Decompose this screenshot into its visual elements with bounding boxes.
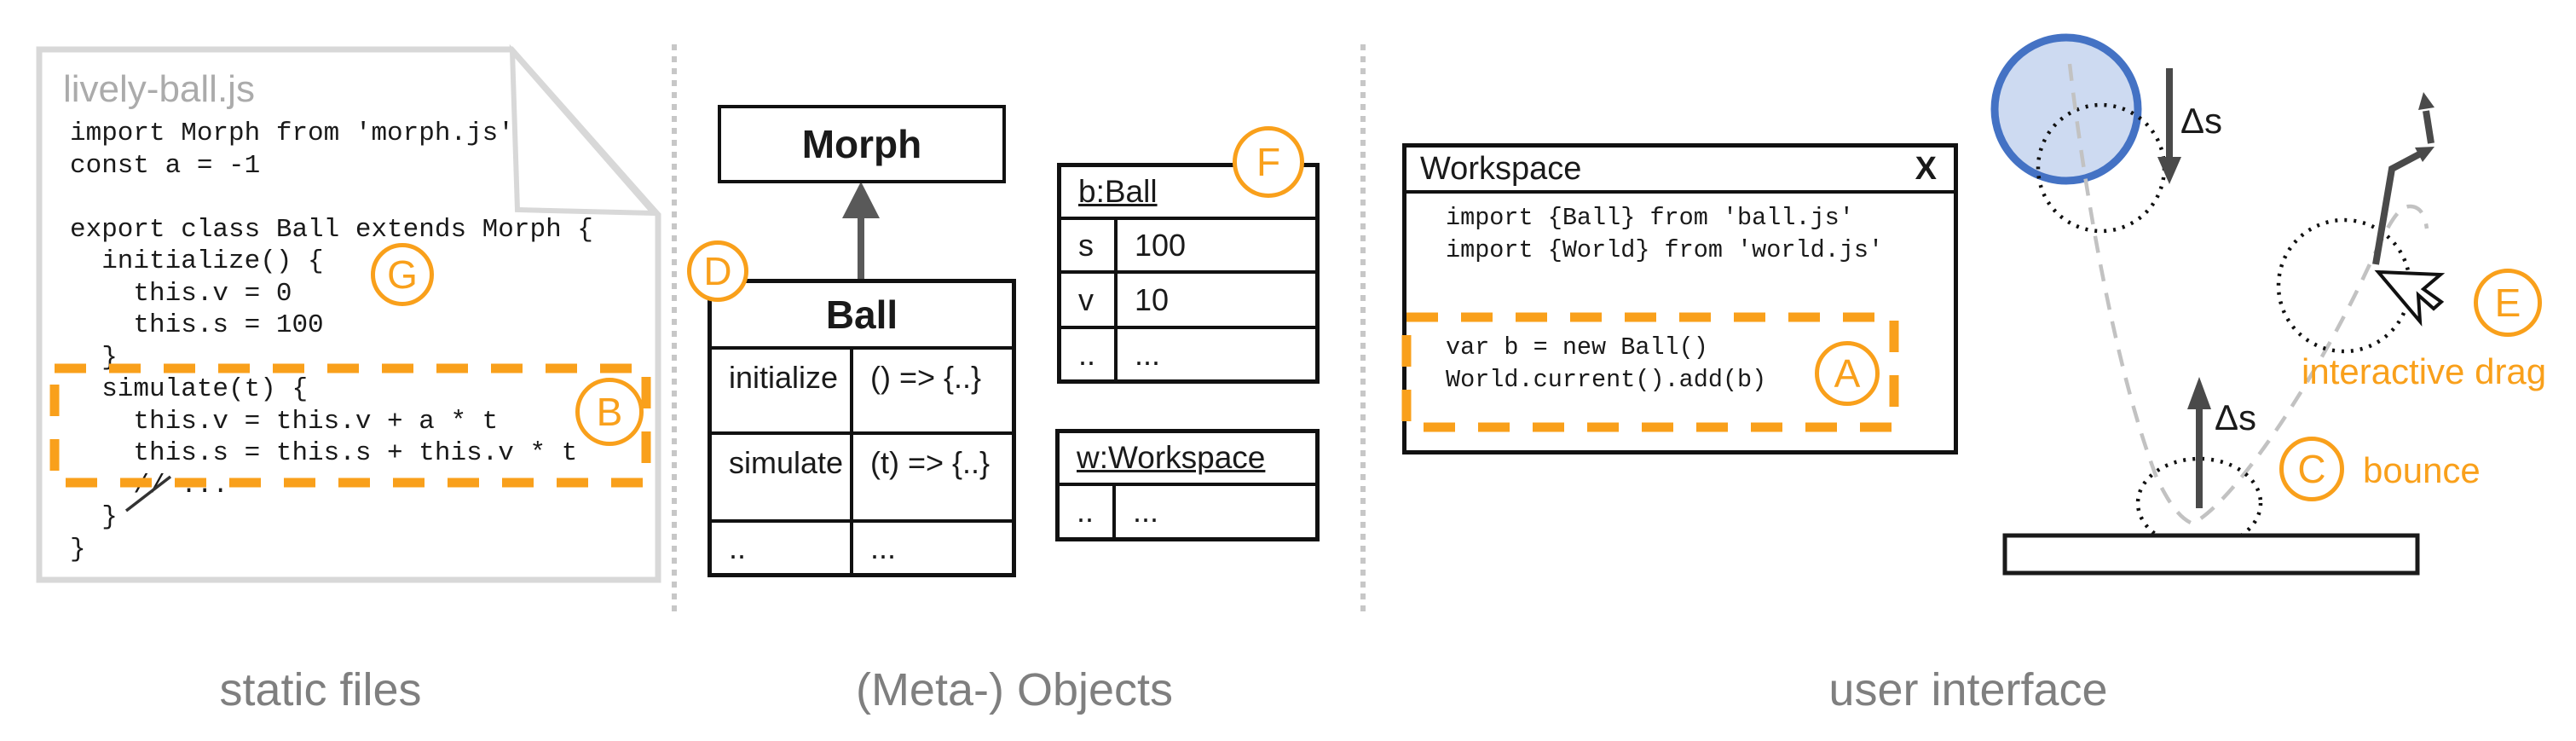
ball-method-name: simulate — [712, 435, 853, 523]
drag-path-arrow-2-head — [2418, 92, 2434, 110]
marker-circle-b: B — [575, 378, 644, 446]
marker-circle-e: E — [2474, 269, 2542, 337]
bounce-label: bounce — [2363, 450, 2481, 490]
workspace-window: Workspace X import {Ball} from 'ball.js'… — [1402, 143, 1958, 454]
file-sheet-shape — [36, 46, 661, 583]
class-box-morph: Morph — [718, 105, 1006, 183]
b-ball-slot-name: .. — [1061, 329, 1118, 379]
w-workspace-slot-name: .. — [1060, 486, 1116, 537]
ball-method-name: .. — [712, 523, 853, 573]
close-button[interactable]: X — [1915, 150, 1937, 187]
panel-divider-2 — [1360, 44, 1366, 617]
drag-path-arrow-1-head — [2415, 147, 2434, 162]
delta-s-fall-label: Δs — [2180, 101, 2223, 141]
marker-circle-c: C — [2279, 437, 2344, 501]
workspace-code[interactable]: import {Ball} from 'ball.js' import {Wor… — [1446, 204, 1884, 394]
marker-circle-d: D — [687, 240, 748, 302]
caption-meta-objects: (Meta-) Objects — [855, 664, 1174, 715]
inheritance-arrow-head — [842, 182, 880, 218]
ball-method-name: initialize — [712, 350, 853, 435]
marker-circle-g: G — [371, 243, 434, 306]
interactive-drag-label: interactive drag — [2302, 351, 2547, 391]
instance-box-w-workspace: w:Workspace .. ... — [1055, 429, 1320, 541]
trajectory-path — [2067, 63, 2429, 526]
ball-method-value: (t) => {..} — [853, 435, 1012, 523]
workspace-titlebar[interactable]: Workspace X — [1406, 148, 1954, 194]
delta-s-up-arrow-head — [2187, 377, 2211, 409]
b-ball-slot-value: 10 — [1118, 274, 1315, 329]
b-ball-slot-value: 100 — [1118, 220, 1315, 274]
instance-box-b-ball: b:Ball s 100 v 10 .. ... — [1057, 163, 1320, 384]
marker-circle-f: F — [1233, 126, 1304, 198]
ground-platform — [2002, 533, 2420, 576]
w-workspace-slot-value: ... — [1133, 494, 1159, 529]
file-name: lively-ball.js — [63, 68, 255, 110]
ball-method-value: ... — [870, 530, 897, 565]
caption-user-interface: user interface — [1828, 664, 2108, 715]
class-box-ball-title: Ball — [712, 283, 1012, 350]
caption-static-files: static files — [219, 664, 422, 715]
workspace-window-title: Workspace — [1420, 150, 1582, 187]
comment-strike-line — [124, 475, 172, 512]
b-ball-slot-value: ... — [1135, 336, 1161, 372]
drag-path-arrow-1 — [2372, 151, 2421, 265]
class-box-ball: Ball initialize () => {..} simulate (t) … — [708, 279, 1016, 577]
b-ball-slot-name: s — [1061, 220, 1118, 274]
cursor-icon — [2374, 269, 2446, 327]
marker-circle-a: A — [1815, 341, 1880, 406]
drag-path-arrow-2 — [2423, 110, 2434, 144]
b-ball-slot-name: v — [1061, 274, 1118, 329]
ball-morph[interactable] — [1990, 33, 2142, 185]
delta-s-down-arrow-head — [2157, 157, 2181, 184]
instance-box-b-ball-title: b:Ball — [1078, 174, 1158, 209]
panel-divider-1 — [672, 44, 677, 617]
instance-box-w-workspace-title: w:Workspace — [1077, 440, 1266, 475]
delta-s-rise-label: Δs — [2215, 397, 2257, 437]
file-code: import Morph from 'morph.js' const a = -… — [70, 119, 593, 564]
ball-method-value: () => {..} — [853, 350, 1012, 435]
highlight-box-b — [49, 363, 651, 488]
highlight-box-a — [1401, 312, 1899, 432]
file-fold-corner — [509, 43, 660, 217]
class-box-morph-title: Morph — [801, 122, 922, 166]
bounce-ghost-ellipse — [2135, 456, 2263, 550]
